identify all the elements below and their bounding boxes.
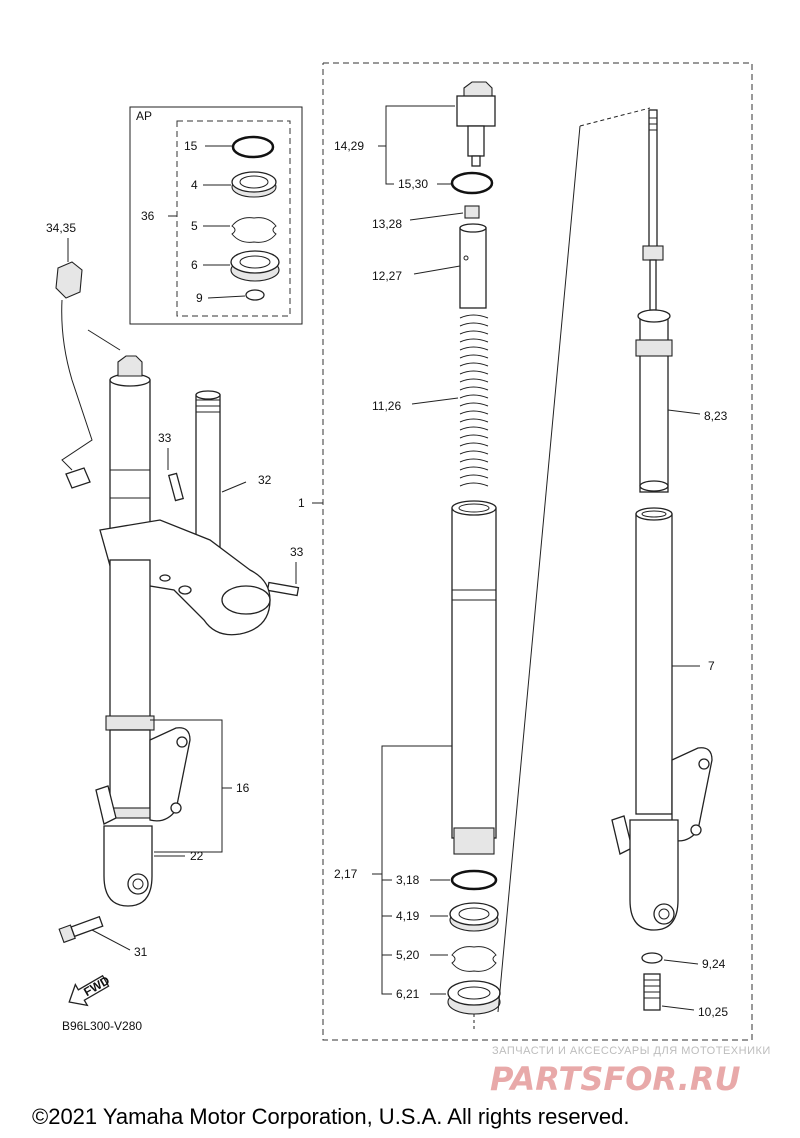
callout-12-27: 12,27 <box>372 269 402 283</box>
callout-14-29: 14,29 <box>334 139 364 153</box>
callout-9-inset: 9 <box>196 291 203 305</box>
sensor-connector <box>55 261 83 299</box>
callout-22: 22 <box>190 849 204 863</box>
callout-11-26: 11,26 <box>372 399 401 413</box>
circlip-inset <box>231 217 277 243</box>
lock-nut <box>464 205 480 219</box>
callout-9-24: 9,24 <box>702 957 726 971</box>
axle-bracket-left <box>95 785 117 825</box>
circlip <box>451 946 497 972</box>
steering-stem <box>195 394 221 556</box>
callout-33-upper: 33 <box>158 431 172 445</box>
o-ring-inset <box>231 135 275 159</box>
fork-cap-bolt <box>117 355 143 377</box>
callout-5-inset: 5 <box>191 219 198 233</box>
callout-34-35: 34,35 <box>46 221 76 235</box>
assembled-fork: 34,35 32 33 33 <box>46 221 304 1033</box>
fork-assembly-group-frame <box>322 62 753 1041</box>
inset-label: AP <box>136 109 152 123</box>
diagram-code: B96L300-V280 <box>62 1019 142 1033</box>
inner-tube-caliper-mount <box>671 747 713 842</box>
callout-33-right: 33 <box>290 545 304 559</box>
pinch-bolt-upper <box>167 472 185 502</box>
dust-seal <box>447 980 501 1015</box>
washer-inset <box>245 289 265 301</box>
caliper-bracket <box>149 727 191 822</box>
damper-rod <box>648 109 658 251</box>
fork-upper-tube <box>109 379 151 541</box>
fork-outer-tube <box>109 559 151 721</box>
fwd-label: FWD <box>81 973 112 999</box>
adjuster-cap-bolt <box>463 81 493 97</box>
pinch-bolt-right <box>266 581 300 597</box>
outer-tube <box>451 507 497 839</box>
watermark-tagline: ЗАПЧАСТИ И АКСЕССУАРЫ ДЛЯ МОТОТЕХНИКИ <box>492 1045 771 1057</box>
callout-10-25: 10,25 <box>698 1005 728 1019</box>
callout-15-inset: 15 <box>184 139 198 153</box>
callout-3-18: 3,18 <box>396 873 420 887</box>
callout-32: 32 <box>258 473 272 487</box>
callout-1: 1 <box>298 496 305 510</box>
spacer-collar <box>459 227 487 309</box>
exploded-center-column: 14,29 15,30 13,28 12,27 11,26 2,17 <box>334 81 501 1030</box>
sensor-plug <box>65 467 91 489</box>
callout-6-21: 6,21 <box>396 987 420 1001</box>
fork-spring <box>459 314 489 487</box>
ap-inset: AP 15 4 36 5 6 9 <box>129 106 303 325</box>
inset-frame <box>129 106 303 325</box>
fwd-arrow-icon: FWD <box>68 973 112 1007</box>
axle-holder <box>103 825 153 907</box>
callout-4-inset: 4 <box>191 178 198 192</box>
inner-tube <box>635 513 673 815</box>
copyright-notice: ©2021 Yamaha Motor Corporation, U.S.A. A… <box>32 1104 629 1129</box>
callout-16: 16 <box>236 781 250 795</box>
callout-5-20: 5,20 <box>396 948 420 962</box>
callout-31: 31 <box>134 945 148 959</box>
callout-15-30: 15,30 <box>398 177 428 191</box>
oil-seal-inset <box>231 171 277 198</box>
dust-seal-inset <box>230 250 280 282</box>
callout-6-inset: 6 <box>191 258 198 272</box>
watermark-logo: PARTSFOR.RU <box>490 1060 740 1098</box>
callout-8-23: 8,23 <box>704 409 728 423</box>
slide-bushing <box>450 869 498 891</box>
inset-group-frame <box>176 120 291 317</box>
callout-36: 36 <box>141 209 155 223</box>
callout-2-17: 2,17 <box>334 867 358 881</box>
copper-washer <box>641 952 663 964</box>
callout-7: 7 <box>708 659 715 673</box>
axle-pinch-bolt <box>58 915 104 944</box>
exploded-right-column: 8,23 7 9,24 10,25 <box>497 107 728 1019</box>
oil-seal <box>449 902 499 932</box>
axle-boss <box>629 819 679 931</box>
o-ring-cap <box>450 171 494 195</box>
callout-13-28: 13,28 <box>372 217 402 231</box>
callout-4-19: 4,19 <box>396 909 420 923</box>
